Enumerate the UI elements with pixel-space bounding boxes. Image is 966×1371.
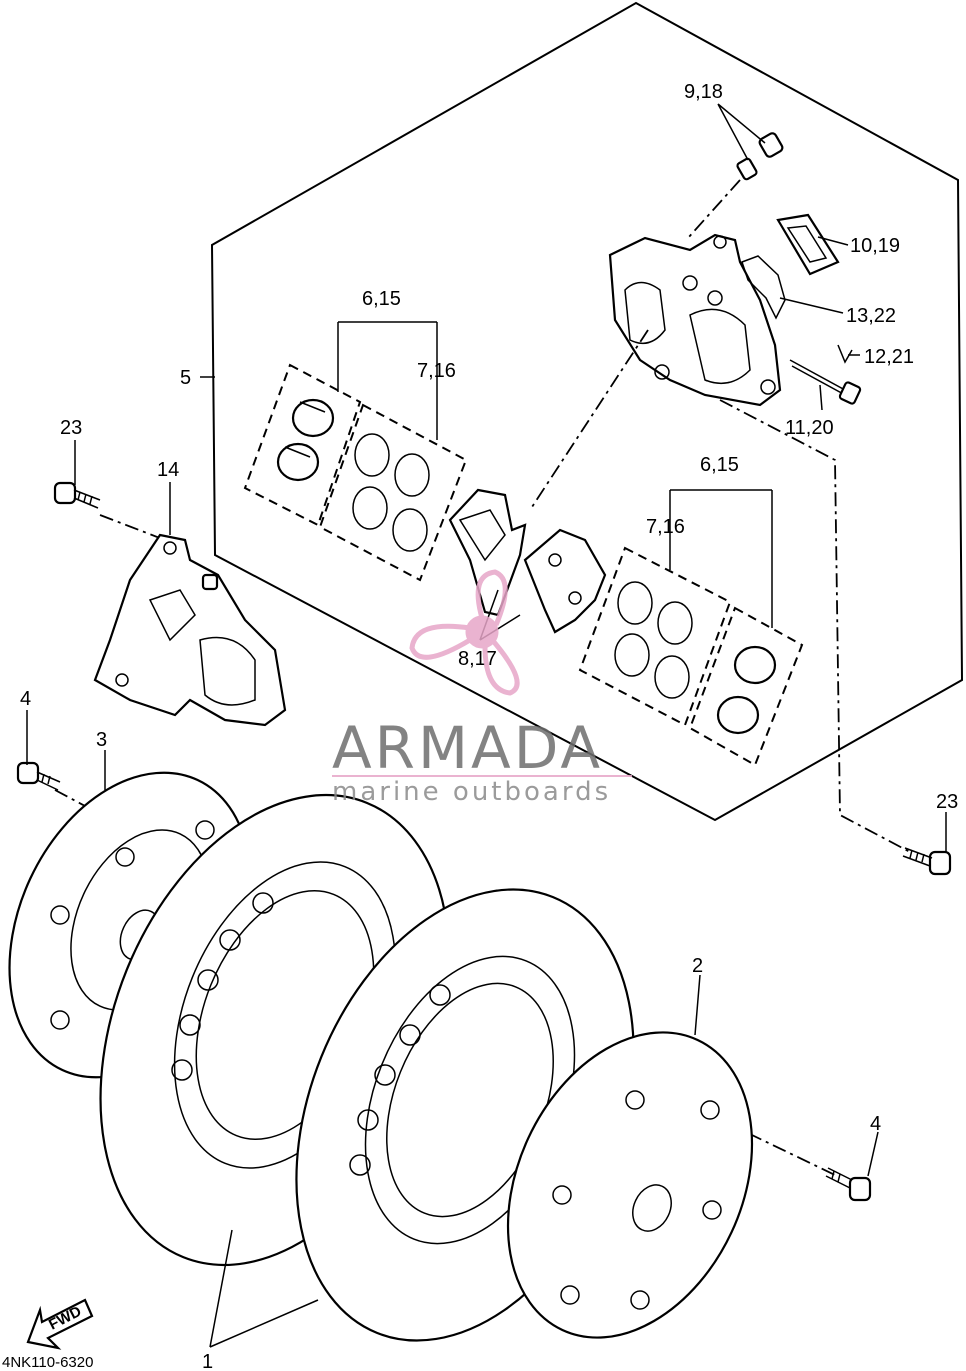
brake-pad-left — [448, 488, 527, 617]
callout-5: 5 — [180, 367, 191, 389]
callout-3: 3 — [96, 729, 107, 751]
callout-23-left: 23 — [60, 417, 82, 439]
pad-spring-13 — [741, 255, 786, 320]
callout-7-16-right: 7,16 — [646, 516, 685, 538]
assembly-boundary — [210, 1, 964, 822]
pistons-kit-left — [243, 363, 362, 527]
callout-8-17: 8,17 — [458, 648, 497, 670]
armada-watermark: ARMADA marine outboards — [332, 569, 632, 807]
watermark-tagline: marine outboards — [332, 777, 611, 807]
fwd-arrow: FWD — [26, 1298, 94, 1350]
callout-6-15-right: 6,15 — [700, 454, 739, 476]
brake-pad-right — [523, 528, 607, 634]
callout-11-20: 11,20 — [785, 417, 834, 439]
callout-4-left: 4 — [20, 688, 31, 710]
callout-2: 2 — [692, 955, 703, 977]
left-caliper — [93, 533, 287, 727]
cover-plate-2 — [506, 1031, 754, 1339]
pad-pin-11 — [789, 359, 862, 405]
bolt-23-right — [902, 847, 952, 876]
callout-14: 14 — [157, 459, 179, 481]
seals-kit-left — [318, 403, 468, 582]
seals-kit-right — [578, 546, 732, 727]
callout-7-16-left: 7,16 — [417, 360, 456, 382]
clip-12 — [837, 344, 853, 364]
bolt-4-right — [825, 1167, 872, 1202]
callout-12-21: 12,21 — [864, 346, 914, 368]
pistons-kit-right — [688, 606, 804, 767]
callout-9-18: 9,18 — [684, 81, 723, 103]
diagram-code: 4NK110-6320 — [2, 1354, 93, 1371]
callout-1: 1 — [202, 1351, 213, 1371]
callout-13-22: 13,22 — [846, 305, 896, 327]
pad-cover-10 — [776, 213, 840, 276]
callout-10-19: 10,19 — [850, 235, 900, 257]
bolt-4-left — [16, 761, 61, 791]
callout-4-right: 4 — [870, 1113, 881, 1135]
bleed-screw-9 — [736, 132, 784, 181]
propeller-logo — [409, 569, 520, 696]
bolt-23-left — [53, 481, 101, 509]
watermark-brand: ARMADA — [332, 714, 603, 782]
right-caliper — [608, 233, 782, 407]
callout-23-right: 23 — [936, 791, 958, 813]
callout-6-15-left: 6,15 — [362, 288, 401, 310]
